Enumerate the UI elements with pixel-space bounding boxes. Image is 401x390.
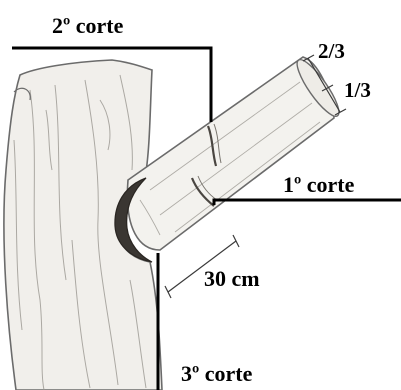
cut3-label: 3º corte <box>181 361 253 386</box>
branch-body <box>127 57 334 250</box>
cut1-leader-line <box>214 200 401 205</box>
cut1-label: 1º corte <box>283 172 355 197</box>
cut2-label: 2º corte <box>52 13 124 38</box>
distance-label: 30 cm <box>204 266 260 291</box>
fraction-top-label: 2/3 <box>318 39 345 63</box>
fraction-bottom-label: 1/3 <box>344 78 371 102</box>
tree-branch <box>127 55 344 250</box>
